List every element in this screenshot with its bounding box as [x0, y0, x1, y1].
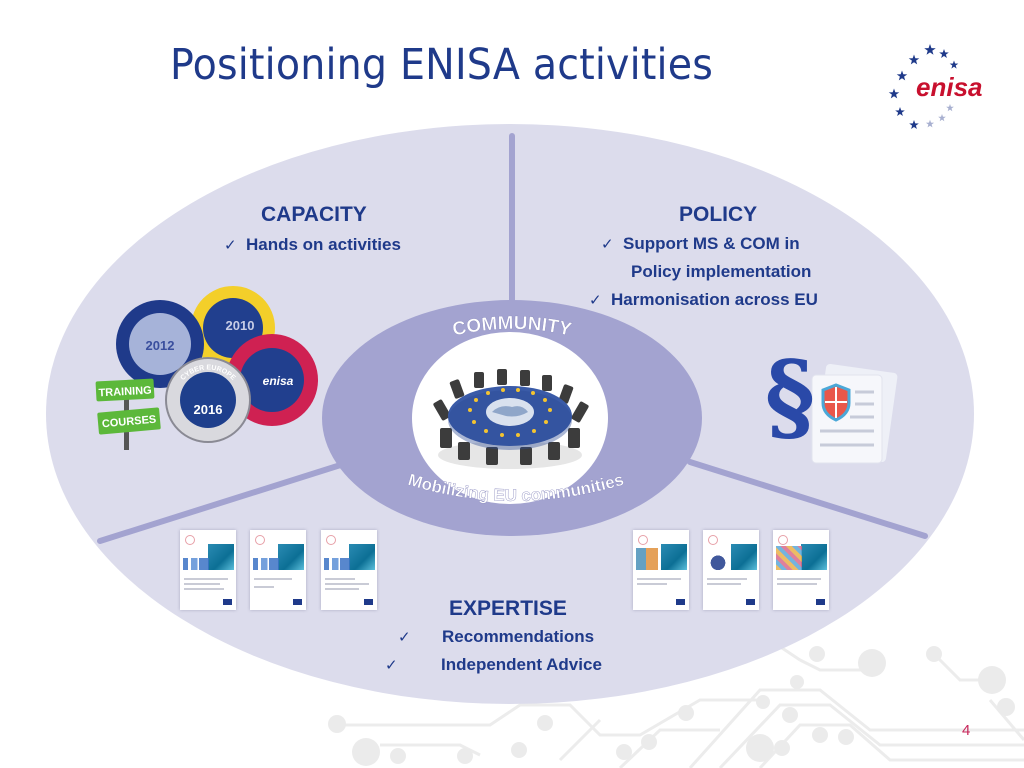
- expertise-bullet: ✓Recommendations: [398, 627, 595, 646]
- report-thumbnail: [633, 530, 689, 610]
- conference-table-image: [433, 369, 589, 469]
- slide-title: Positioning ENISA activities: [170, 40, 714, 90]
- badge-2016: 2016 CYBER EUROPE: [165, 357, 251, 443]
- policy-bullet: ✓Harmonisation across EU: [589, 290, 818, 309]
- report-thumbnail: [180, 530, 236, 610]
- check-icon: ✓: [601, 235, 614, 253]
- check-icon: ✓: [589, 291, 602, 309]
- enisa-logo-text: enisa: [916, 72, 983, 102]
- check-icon: ✓: [224, 236, 237, 254]
- svg-text:TRAINING: TRAINING: [98, 385, 152, 400]
- expertise-title: EXPERTISE: [449, 597, 567, 620]
- svg-text:2016: 2016: [194, 402, 223, 417]
- capacity-bullet: ✓Hands on activities: [224, 235, 401, 254]
- svg-text:2012: 2012: [146, 338, 175, 353]
- training-courses-sign: TRAINING COURSES: [95, 378, 161, 450]
- svg-text:2010: 2010: [226, 318, 255, 333]
- policy-document-icon: [811, 363, 898, 464]
- report-thumbnail: [250, 530, 306, 610]
- enisa-logo: enisa: [880, 38, 1010, 138]
- divider-right: [687, 459, 928, 539]
- svg-text:COURSES: COURSES: [101, 414, 156, 431]
- policy-bullet: ✓Support MS & COM in: [601, 234, 800, 253]
- section-symbol-icon: §: [765, 340, 815, 453]
- check-icon: ✓: [398, 628, 411, 646]
- policy-title: POLICY: [679, 203, 758, 226]
- report-thumbnail: [703, 530, 759, 610]
- divider-left: [97, 459, 353, 544]
- cyber-europe-badges: 2010 2012 enisa 2016 CYBER EUROPE: [116, 286, 318, 443]
- page-number: 4: [962, 722, 971, 739]
- report-thumbnail: [773, 530, 829, 610]
- policy-bullet-continuation: Policy implementation: [631, 262, 812, 281]
- capacity-title: CAPACITY: [261, 203, 367, 226]
- report-thumbnail: [321, 530, 377, 610]
- check-icon: ✓: [385, 656, 398, 674]
- expertise-bullet: ✓Independent Advice: [385, 655, 602, 674]
- svg-text:enisa: enisa: [263, 374, 294, 388]
